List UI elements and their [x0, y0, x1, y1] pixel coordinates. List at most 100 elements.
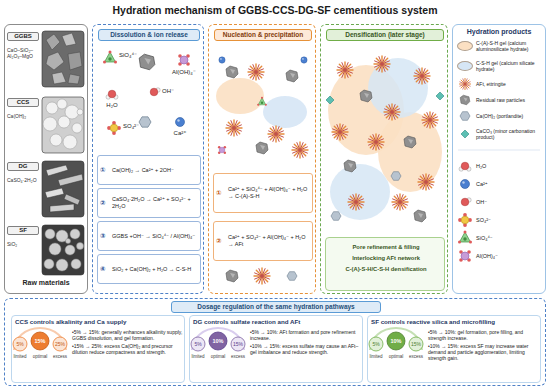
legend-icons: [458, 150, 540, 151]
nucleation-illustration: [268, 126, 284, 142]
ion-label: SO₄²⁻: [123, 123, 153, 130]
nucleation-illustration: [218, 146, 226, 154]
ccs-image: [57, 99, 67, 109]
gauge-value: 15%: [228, 341, 248, 347]
node-text: •10% → 15%: excess sulfate may cause an …: [250, 343, 361, 355]
sf-image: [49, 243, 61, 255]
ggbs-image: [46, 52, 64, 70]
nucleation-illustration: [216, 78, 264, 114]
reaction-box: ①Ca(OH)₂ → Ca²⁺ + 2OH⁻: [97, 155, 201, 185]
sf-image: [70, 229, 80, 239]
ccs-image: [43, 117, 57, 131]
dissolution-ions: [150, 88, 160, 96]
densification-illustration: [378, 112, 442, 192]
gauge-level: excess: [227, 354, 249, 359]
gauge-value: 25%: [50, 341, 70, 347]
gauge-level: limited: [9, 354, 31, 359]
gauge-value: 5%: [10, 341, 30, 347]
node-heading: CCS controls alkalinity and Ca supply: [15, 318, 183, 325]
legend-text: OH⁻: [476, 199, 542, 206]
legend-icons: [459, 78, 470, 89]
nucleation-illustration: [263, 96, 307, 128]
node-text: CaSO₄·2H₂O → Ca²⁺ + SO₄²⁻ + 2H₂O: [112, 196, 198, 209]
ccs-image: [50, 134, 62, 146]
gauge-level: optimal: [29, 354, 51, 359]
nucleation-illustration: [286, 70, 298, 82]
gauge-level: excess: [405, 354, 427, 359]
ccs-image: [46, 102, 58, 114]
ccs-image: [77, 109, 83, 115]
reaction-box: ④SiO₂ + Ca(OH)₂ + H₂O → C-S-H: [97, 254, 201, 284]
node-text: CaO–SiO₂–Al₂O₃–MgO: [7, 47, 42, 59]
legend-text: SiO₄⁴⁻: [476, 235, 542, 242]
dosage-gauges: [387, 332, 405, 350]
ccs-image: [63, 135, 77, 149]
ion-label: Ca²⁺: [166, 130, 194, 137]
ggbs-image: [62, 33, 76, 46]
sf-image: [71, 259, 81, 269]
node-heading: GGBS: [7, 32, 39, 41]
sf-image: [42, 225, 84, 275]
dissolution-ions: [139, 117, 151, 127]
densification-illustration: [331, 212, 341, 221]
sf-image: [77, 243, 84, 250]
ion-label: Al(OH)₄⁻: [164, 69, 204, 76]
densification-illustration: [326, 96, 334, 104]
densification-illustration: [436, 92, 444, 100]
gauge-level: limited: [365, 354, 387, 359]
stage-panel: ①Ca²⁺ + SiO₄⁴⁻ + Al(OH)₄⁻ + H₂O → C-(A)-…: [208, 24, 316, 294]
gauge-value: 15%: [30, 338, 50, 345]
dg-image: [50, 204, 74, 212]
densification-illustration: [360, 90, 372, 102]
ccs-image: [42, 97, 84, 153]
legend-swatch: [457, 61, 473, 71]
ion-label: OH⁻: [162, 88, 188, 95]
legend-text: CaCO₃ (minor carbonation product): [476, 128, 542, 140]
nucleation-illustration: [226, 120, 242, 136]
nucleation-illustration: [219, 57, 225, 63]
ggbs-image: [42, 31, 84, 87]
gauge-value: 10%: [208, 338, 228, 345]
nucleation-illustration: [292, 142, 308, 158]
densification-illustration: [348, 194, 364, 210]
dosage-panel: CCS controls alkalinity and Ca supply •5%…: [4, 298, 546, 386]
reaction-box: ②CaSO₄·2H₂O → Ca²⁺ + SO₄²⁻ + 2H₂O: [97, 188, 201, 218]
nucleation-illustration: [226, 270, 238, 282]
material-item: GGBS CaO–SiO₂–Al₂O₃–MgO: [7, 29, 87, 91]
node-text: •5% → 10%: gel formation, pore filling, …: [428, 329, 539, 341]
densification-illustration: [422, 112, 438, 128]
dissolution-ions: [103, 51, 190, 135]
densification-illustration: [337, 62, 353, 78]
ccs-image: [43, 99, 83, 149]
node-heading: DG controls sulfate reaction and AFt: [193, 318, 361, 325]
node-text: •10% → 15%: excess SF may increase water…: [428, 343, 539, 361]
stage-panel: ①Ca(OH)₂ → Ca²⁺ + 2OH⁻②CaSO₄·2H₂O → Ca²⁺…: [92, 24, 204, 294]
node-heading: Raw materials: [7, 279, 85, 287]
legend-icons: [460, 95, 470, 105]
node-heading: Hydration products: [455, 28, 543, 36]
dosage-column: DG controls sulfate reaction and AFt•5% …: [189, 315, 363, 383]
densification-illustration: [344, 160, 356, 172]
ggbs-image: [68, 74, 80, 84]
densification-illustration: [414, 68, 430, 84]
gauge-level: excess: [49, 354, 71, 359]
dissolution-ions: [176, 118, 185, 127]
dissolution-ions: [106, 90, 118, 99]
densification-illustration: [392, 194, 408, 210]
legend-icons: [460, 112, 470, 121]
ggbs-image: [46, 33, 82, 84]
ion-label: SiO₄⁴⁻: [119, 52, 159, 59]
dosage-column: CCS controls alkalinity and Ca supply•5%…: [11, 315, 185, 383]
densification-illustration: [418, 174, 434, 190]
dissolution-ions: [107, 121, 121, 135]
node-heading: ②: [216, 237, 227, 245]
gauge-level: optimal: [207, 354, 229, 359]
node-text: Ca²⁺ + SiO₄⁴⁻ + Al(OH)₄⁻ + H₂O → C-(A)-S…: [228, 186, 310, 199]
gauge-value: 5%: [366, 341, 386, 347]
legend-text: SO₄²⁻: [476, 217, 542, 224]
ion-label: H₂O: [98, 102, 126, 109]
raw-materials-panel: GGBSCaO–SiO₂–Al₂O₃–MgOCCSCa(OH)₂DGCaSO₄·…: [4, 24, 88, 294]
legend-text: Ca(OH)₂ (portlandite): [476, 113, 542, 119]
legend-text: Ca²⁺: [476, 181, 542, 188]
dg-image: [45, 188, 64, 198]
